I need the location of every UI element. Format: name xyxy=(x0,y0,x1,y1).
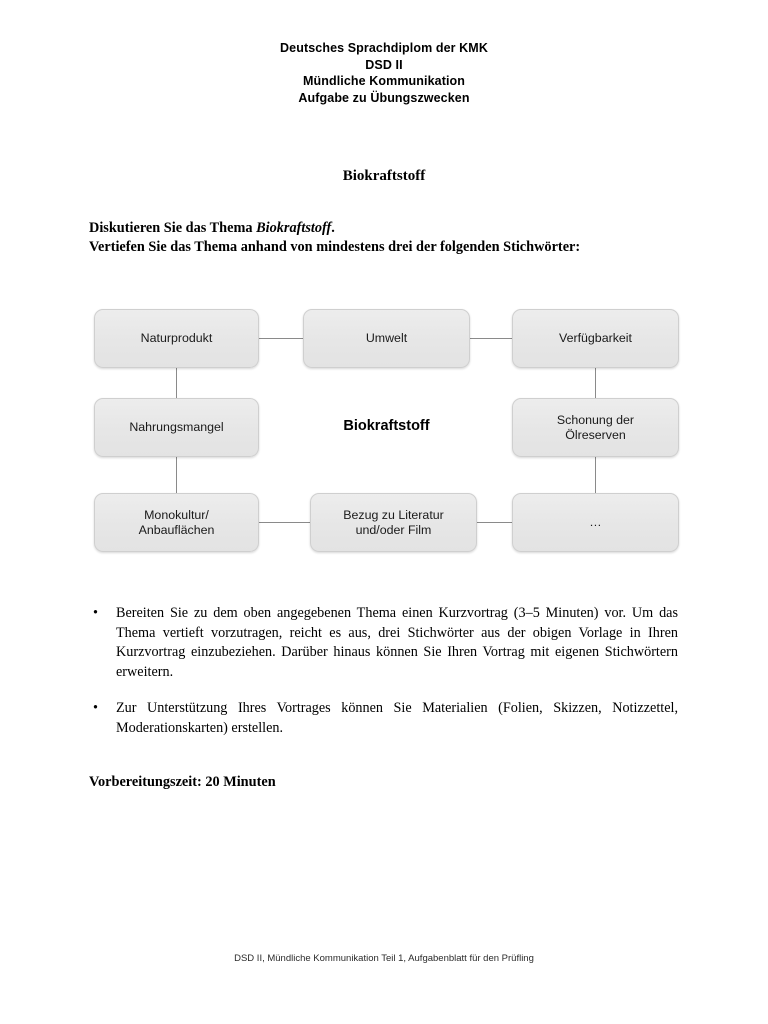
diagram-node-nahrungsmangel[interactable]: Nahrungsmangel xyxy=(94,398,259,457)
preparation-time: Vorbereitungszeit: 20 Minuten xyxy=(89,774,276,790)
diagram-node-label: Umwelt xyxy=(365,331,408,345)
list-item-text: Bereiten Sie zu dem oben angegebenen The… xyxy=(116,605,678,680)
connector-nahrungsmangel-monokultur xyxy=(176,457,177,493)
header-line-3: Mündliche Kommunikation xyxy=(302,74,466,88)
diagram-node-verfuegbarkeit[interactable]: Verfügbarkeit xyxy=(512,309,679,368)
diagram-node-label: Naturprodukt xyxy=(140,331,213,345)
instruction-line-1: Diskutieren Sie das Thema Biokraftstoff. xyxy=(89,219,580,238)
page-title: Biokraftstoff xyxy=(342,168,426,184)
instruction-topic-term: Biokraftstoff xyxy=(256,220,332,236)
header-line-4: Aufgabe zu Übungszwecken xyxy=(298,90,470,105)
diagram-node-label: Bezug zu Literatur und/oder Film xyxy=(343,507,444,537)
bullet-marker-icon: • xyxy=(93,605,98,621)
diagram-node-naturprodukt[interactable]: Naturprodukt xyxy=(94,309,259,368)
header-line-2: DSD II xyxy=(365,57,403,72)
connector-monokultur-bezug xyxy=(259,522,310,523)
instructions-block: Diskutieren Sie das Thema Biokraftstoff.… xyxy=(89,219,580,257)
diagram-node-umwelt[interactable]: Umwelt xyxy=(303,309,470,368)
document-footer: DSD II, Mündliche Kommunikation Teil 1, … xyxy=(234,953,534,964)
instruction-line-1-prefix: Diskutieren Sie das Thema xyxy=(89,220,257,236)
task-bullet-list: • Bereiten Sie zu dem oben angegebenen T… xyxy=(89,604,678,739)
diagram-node-label: Schonung der Ölreserven xyxy=(556,412,635,442)
connector-verfuegbarkeit-schonung xyxy=(595,367,596,399)
diagram-node-label: Nahrungsmangel xyxy=(129,420,224,434)
diagram-node-bezug-zu-literatur[interactable]: Bezug zu Literatur und/oder Film xyxy=(310,493,477,552)
list-item: • Bereiten Sie zu dem oben angegebenen T… xyxy=(89,604,678,682)
instruction-line-2: Vertiefen Sie das Thema anhand von minde… xyxy=(89,239,581,255)
list-item: • Zur Unterstützung Ihres Vortrages könn… xyxy=(89,699,678,738)
diagram-node-monokultur-anbauflaechen[interactable]: Monokultur/ Anbauflächen xyxy=(94,493,259,552)
list-item-text: Zur Unterstützung Ihres Vortrages können… xyxy=(116,700,678,736)
diagram-node-label: … xyxy=(589,515,602,529)
connector-bezug-ellipsis xyxy=(477,522,512,523)
connector-schonung-ellipsis xyxy=(595,457,596,493)
diagram-node-label: Monokultur/ Anbauflächen xyxy=(138,507,215,537)
connector-naturprodukt-umwelt xyxy=(259,338,303,339)
diagram-node-schonung-der-oelreserven[interactable]: Schonung der Ölreserven xyxy=(512,398,679,457)
diagram-center-label: Biokraftstoff xyxy=(343,418,430,434)
connector-naturprodukt-nahrungsmangel xyxy=(176,367,177,399)
diagram-node-ellipsis[interactable]: … xyxy=(512,493,679,552)
instruction-line-1-suffix: . xyxy=(331,220,335,236)
connector-umwelt-verfuegbarkeit xyxy=(470,338,512,339)
bullet-marker-icon: • xyxy=(93,700,98,717)
diagram-node-label: Verfügbarkeit xyxy=(558,331,632,345)
header-line-1: Deutsches Sprachdiplom der KMK xyxy=(280,41,488,55)
document-header: Deutsches Sprachdiplom der KMK DSD II Mü… xyxy=(0,40,768,106)
